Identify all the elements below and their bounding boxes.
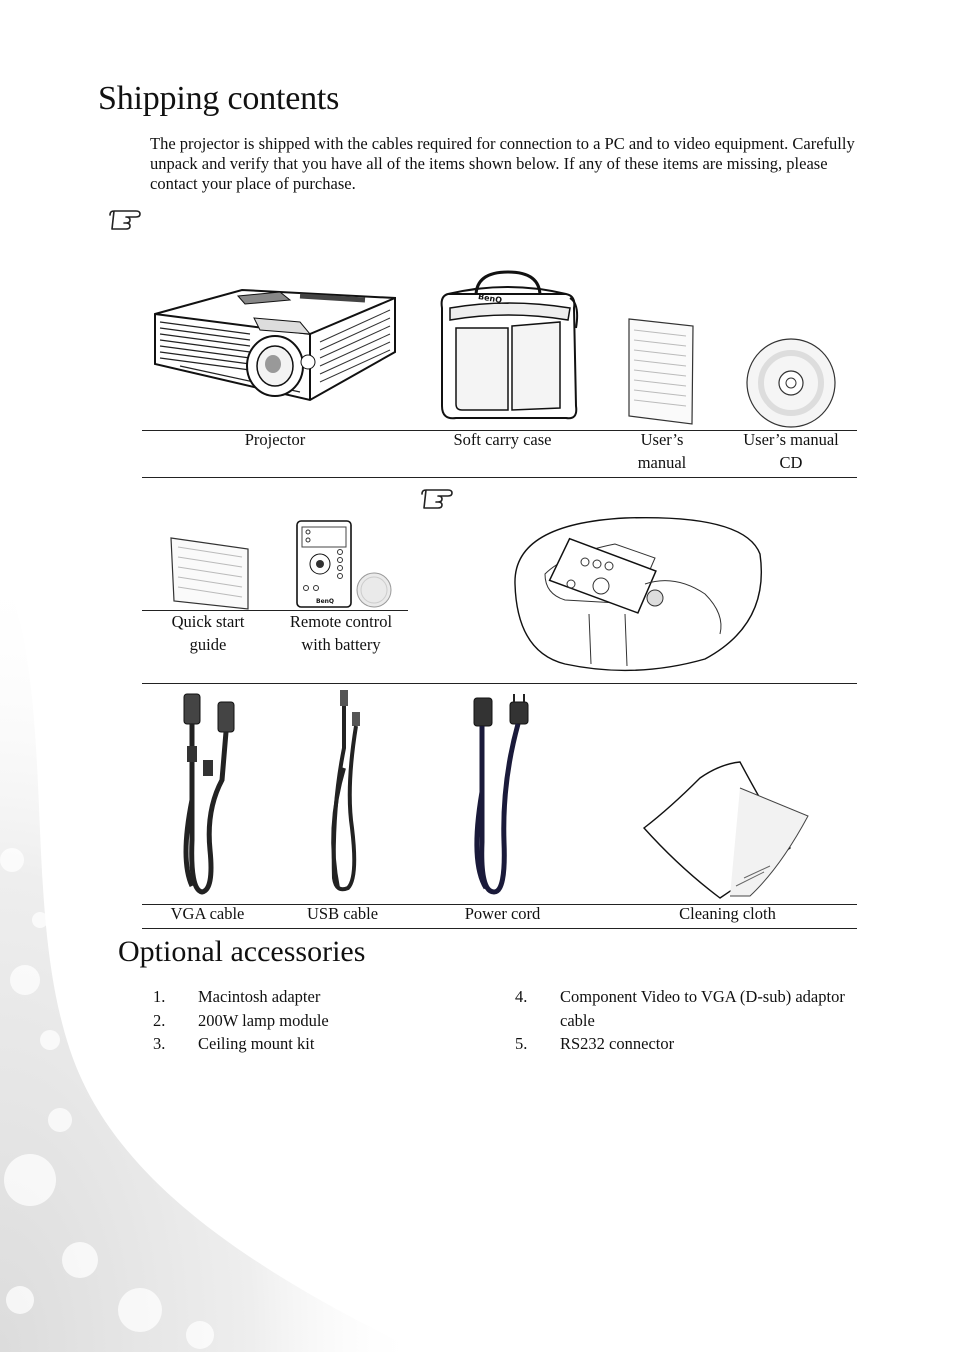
caption-quick-start-guide: Quick start guide [171, 612, 245, 654]
caption-power-cord: Power cord [464, 904, 541, 923]
list-text: Ceiling mount kit [198, 1034, 315, 1053]
cleaning-cloth-image [642, 761, 809, 899]
caption-usb-cable: USB cable [306, 904, 379, 923]
row3-top-rule [142, 904, 857, 905]
row2-bottom-rule [142, 683, 857, 684]
list-item: 5. RS232 connector [515, 1032, 860, 1056]
soft-carry-case-image: BenQ [440, 270, 579, 420]
list-item: 2. 200W lamp module [153, 1009, 498, 1033]
power-cord-image [473, 694, 529, 895]
list-text: 200W lamp module [198, 1010, 329, 1030]
svg-text:BenQ: BenQ [477, 292, 502, 305]
list-number: 3. [153, 1034, 166, 1053]
remote-control-image: BenQ [296, 520, 392, 608]
battery-insertion-image [514, 516, 762, 672]
list-text: Macintosh adapter [198, 987, 321, 1006]
list-text: RS232 connector [560, 1034, 675, 1053]
list-item: 3. Ceiling mount kit [153, 1032, 498, 1056]
caption-users-manual: User’s manual [637, 430, 687, 472]
caption-cleaning-cloth: Cleaning cloth [679, 904, 776, 923]
page-title: Shipping contents [98, 80, 340, 117]
vga-cable-image [183, 693, 235, 895]
list-number: 1. [153, 987, 166, 1006]
list-item: 1. Macintosh adapter [153, 985, 498, 1009]
projector-image [154, 288, 396, 402]
list-number: 4. [515, 987, 528, 1006]
caption-soft-carry-case: Soft carry case [453, 430, 552, 449]
list-number: 2. [153, 1010, 166, 1030]
row2-short-rule [142, 610, 408, 611]
optional-accessories-title: Optional accessories [118, 935, 366, 968]
list-number: 5. [515, 1034, 528, 1053]
caption-vga-cable: VGA cable [170, 904, 245, 923]
users-manual-image [628, 318, 694, 425]
svg-text:BenQ: BenQ [316, 598, 334, 605]
caption-users-manual-cd: User’s manual CD [743, 430, 839, 472]
users-manual-cd-image [746, 338, 836, 428]
pointing-hand-icon [109, 210, 141, 230]
caption-remote-control: Remote control with battery [289, 612, 393, 654]
usb-cable-image [331, 690, 360, 892]
pointing-hand-icon [421, 489, 453, 509]
caption-projector: Projector [244, 430, 306, 449]
optional-list-left: 1. Macintosh adapter 2. 200W lamp module… [153, 985, 498, 1056]
list-item: 4. Component Video to VGA (D-sub) adapto… [515, 985, 860, 1032]
row1-top-rule [142, 430, 857, 431]
list-text: Component Video to VGA (D-sub) adaptor c… [560, 987, 845, 1030]
intro-paragraph: The projector is shipped with the cables… [150, 134, 855, 193]
row1-bottom-rule [142, 477, 857, 478]
row3-bottom-rule [142, 928, 857, 929]
optional-list-right: 4. Component Video to VGA (D-sub) adapto… [515, 985, 860, 1056]
quick-start-guide-image [170, 537, 249, 610]
